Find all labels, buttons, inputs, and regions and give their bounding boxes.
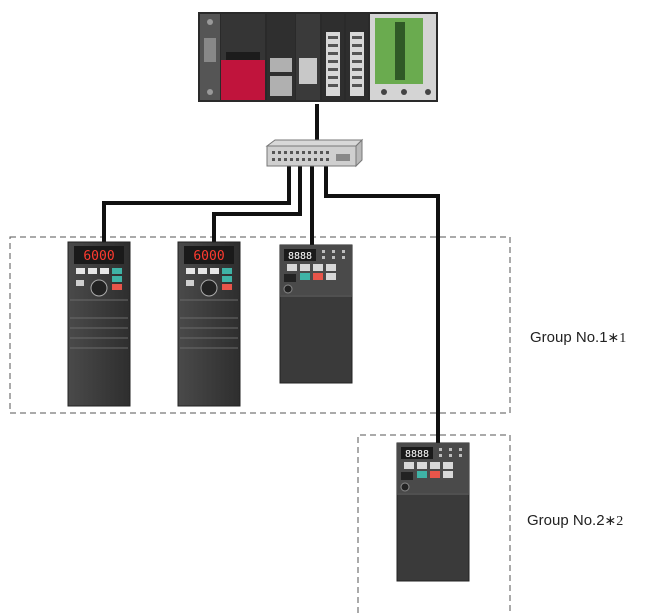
group-2-note: ∗2 [604, 514, 624, 529]
plc-rack [198, 12, 438, 102]
group-1-label: Group No.1∗1 [530, 329, 626, 347]
group-1-note: ∗1 [607, 331, 627, 346]
inverter-1: 6000 [67, 241, 131, 407]
group-1-name: Group No.1 [530, 329, 608, 346]
inverter-3-display: 8888 [288, 251, 312, 262]
switching-hub [265, 138, 364, 168]
network-cables [102, 104, 440, 446]
group-2-label: Group No.2∗2 [527, 512, 623, 530]
inverter-4-display: 8888 [405, 449, 429, 460]
group-2-name: Group No.2 [527, 512, 605, 529]
inverter-4: 8888 [396, 442, 470, 582]
inverter-2-display: 6000 [193, 249, 224, 264]
group-2-box [357, 434, 511, 613]
inverter-1-display: 6000 [83, 249, 114, 264]
inverter-3: 8888 [279, 244, 353, 384]
power-supply-module [221, 60, 265, 100]
group-1-box [9, 236, 511, 414]
inverter-2: 6000 [177, 241, 241, 407]
io-module [322, 14, 368, 100]
